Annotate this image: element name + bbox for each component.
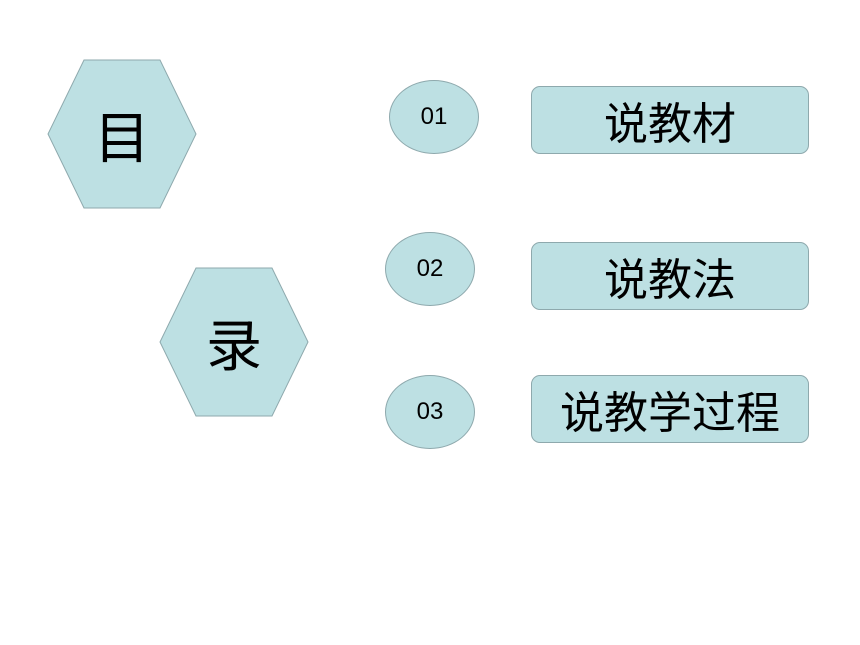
toc-item-teaching-method[interactable]: 说教法 [531, 242, 809, 310]
hexagon-shape [47, 59, 197, 209]
title-char-mu: 目 [94, 106, 150, 172]
toc-item-teaching-process[interactable]: 说教学过程 [531, 375, 809, 443]
hexagon-shape [159, 267, 309, 417]
title-hexagon-2: 录 [159, 267, 309, 417]
item-number-01: 01 [389, 80, 479, 154]
item-number-02: 02 [385, 232, 475, 306]
toc-item-textbook[interactable]: 说教材 [531, 86, 809, 154]
item-number-03: 03 [385, 375, 475, 449]
title-char-lu: 录 [206, 314, 262, 380]
title-hexagon-1: 目 [47, 59, 197, 209]
